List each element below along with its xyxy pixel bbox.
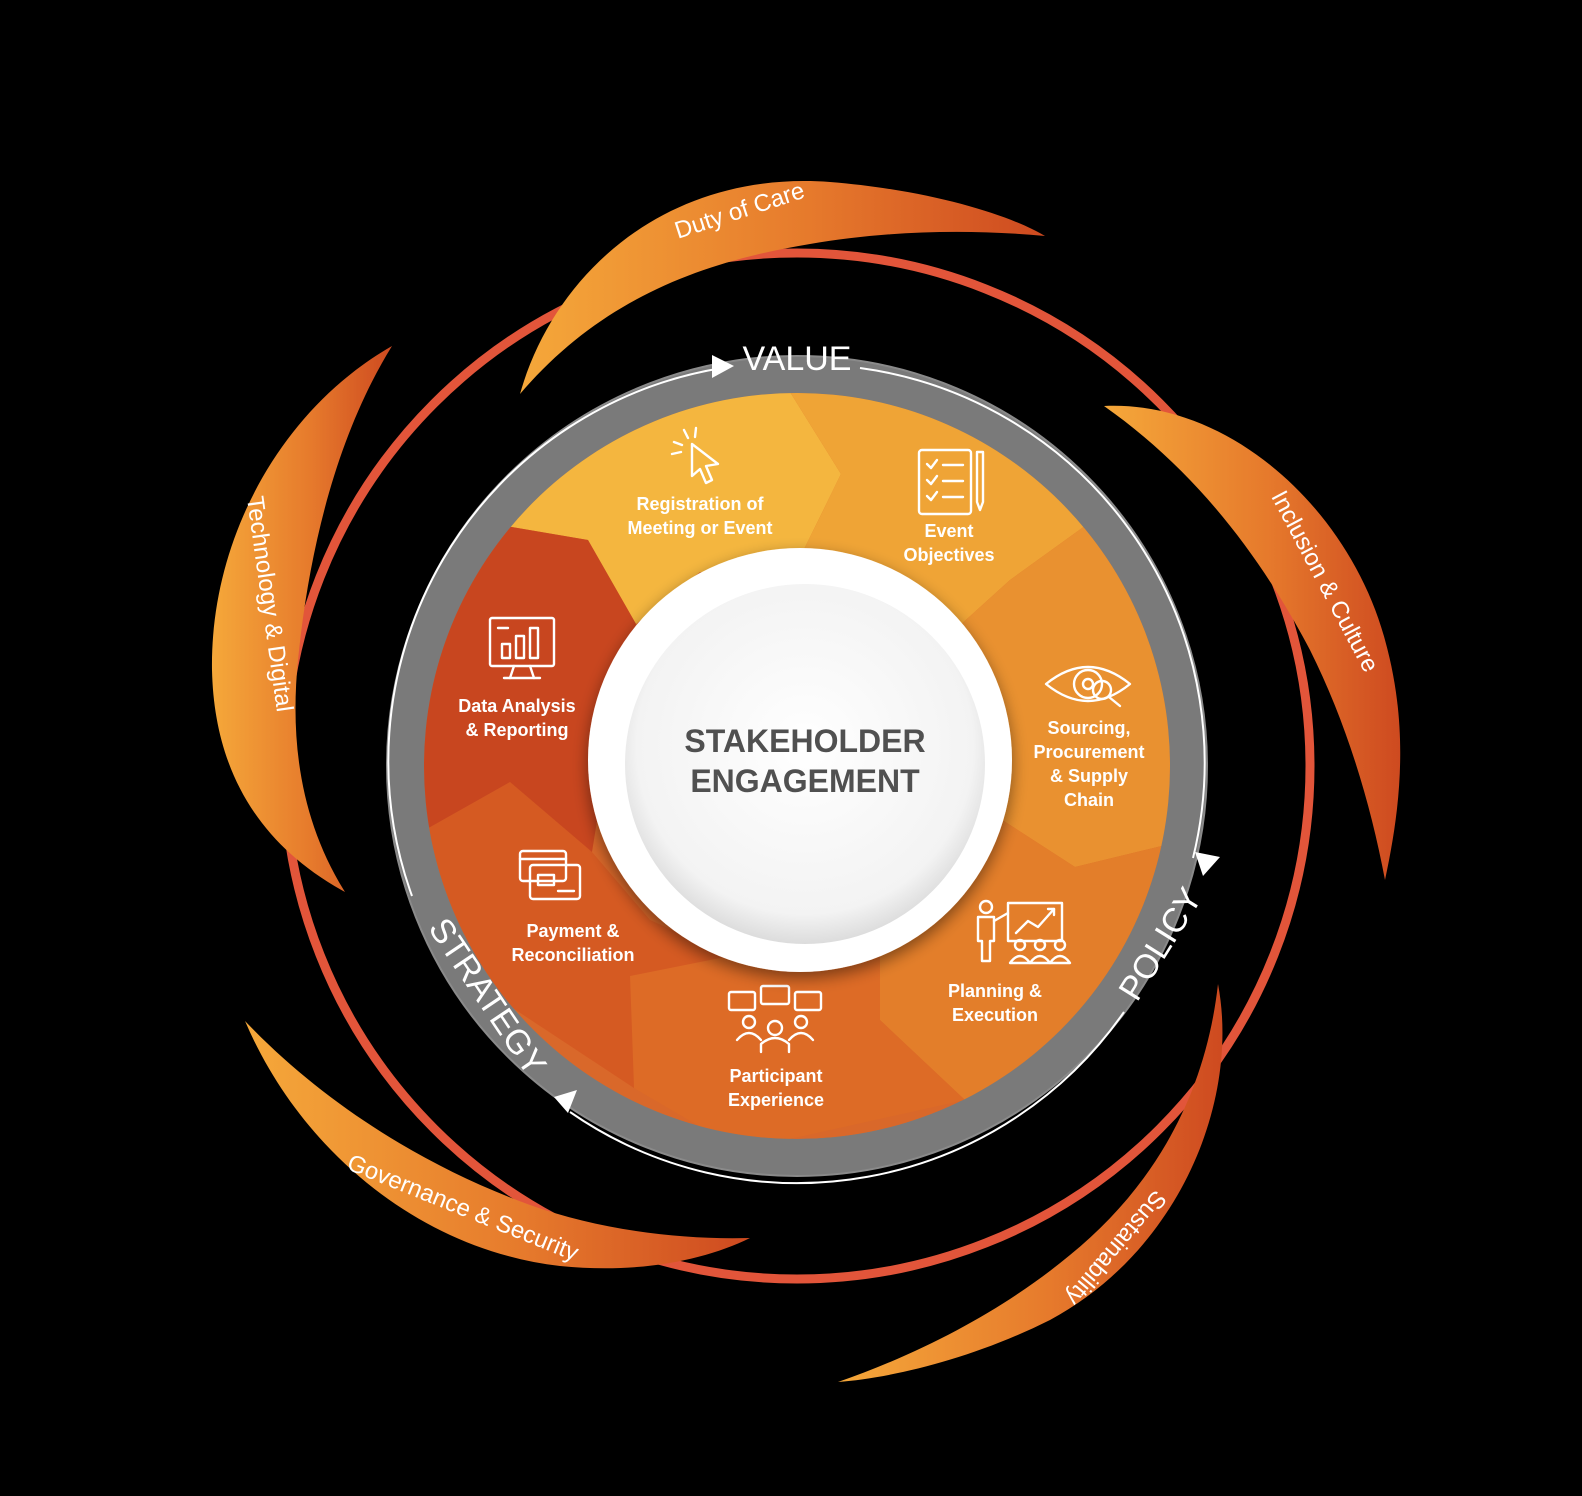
segment-3 [957, 523, 1170, 867]
arrow-value-icon [712, 355, 734, 378]
swoosh-2 [1104, 405, 1401, 880]
clipboard-checklist-icon [917, 448, 985, 516]
segment-label-4-line-1: Planning & [948, 981, 1042, 1001]
segment-label-2-line-1: Event [924, 521, 973, 541]
segment-label-5-line-2: Experience [728, 1090, 824, 1110]
segment-label-7-line-2: & Reporting [466, 720, 569, 740]
swoosh-label-4: Governance & Security [343, 1149, 582, 1266]
swoosh-5 [211, 346, 392, 892]
segment-label-3-line-3: & Supply [1050, 766, 1128, 786]
segment-label-5-line-1: Participant [729, 1066, 822, 1086]
cycle-track [387, 355, 1220, 1185]
segment-label-7-line-1: Data Analysis [458, 696, 575, 716]
swoosh-1 [520, 181, 1045, 394]
segment-label-2-line-2: Objectives [903, 545, 994, 565]
swoosh-3 [838, 984, 1223, 1382]
segment-labels: Registration of Meeting or Event EventObje… [458, 494, 1144, 1110]
arrow-policy-icon [1195, 852, 1220, 876]
arrow-strategy-icon [554, 1090, 577, 1113]
segment-label-4-line-2: Execution [952, 1005, 1038, 1025]
segment-label-6-line-1: Payment & [526, 921, 619, 941]
eye-magnifier-icon [1044, 665, 1132, 708]
swoosh-4 [245, 1021, 750, 1269]
presentation-chart-icon [976, 899, 1072, 965]
credit-card-icon [518, 849, 582, 901]
segment-6 [425, 782, 730, 1088]
segment-5 [630, 952, 965, 1139]
segment-label-3-line-1: Sourcing, [1047, 718, 1130, 738]
group-chat-icon [727, 984, 823, 1054]
ring-label-value: VALUE [743, 340, 852, 378]
segment-label-1-line-2: Meeting or Event [627, 518, 772, 538]
segment-label-1-line-1: Registration of [636, 494, 764, 514]
segment-label-3-line-4: Chain [1064, 790, 1114, 810]
swoosh-label-3: Sustainability [1060, 1185, 1172, 1311]
monitor-bar-chart-icon [488, 616, 556, 680]
center-title-line2: ENGAGEMENT [690, 763, 920, 799]
center-disc-inner [625, 584, 985, 944]
segment-7 [424, 526, 636, 852]
center-title-line1: STAKEHOLDER [684, 723, 925, 759]
segment-label-6-line-2: Reconciliation [511, 945, 634, 965]
segment-label-3-line-2: Procurement [1033, 742, 1144, 762]
cursor-click-icon [670, 426, 720, 485]
